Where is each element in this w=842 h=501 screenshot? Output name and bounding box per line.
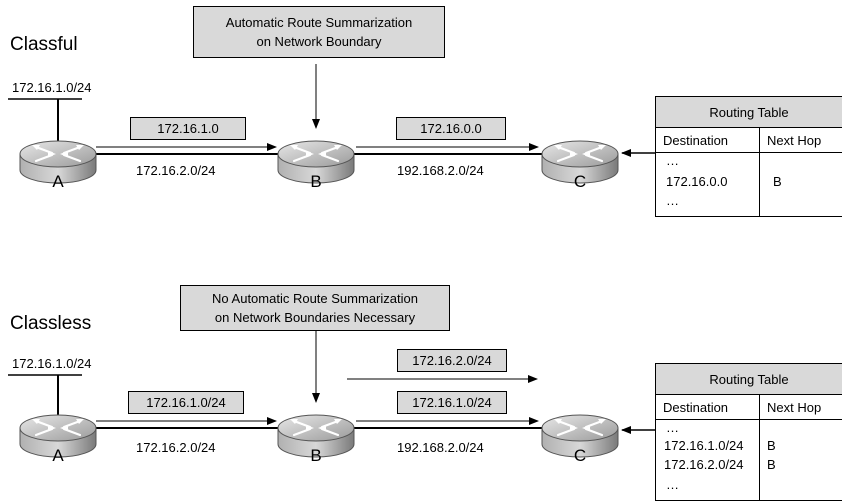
routing-table-title: Routing Table <box>656 364 842 395</box>
header-next-hop: Next Hop <box>767 133 822 148</box>
callout-box-classful: Automatic Route Summarization on Network… <box>193 6 445 58</box>
callout-line-2: on Network Boundaries Necessary <box>214 310 416 325</box>
router-b-label: B <box>310 172 322 191</box>
classful-diagram <box>8 64 655 185</box>
lan-label-a: 172.16.1.0/24 <box>12 80 92 95</box>
router-a-label: A <box>52 446 64 465</box>
callout-line-1: No Automatic Route Summarization <box>212 291 418 306</box>
table-row-hop: B <box>767 457 776 472</box>
table-row-dest: … <box>666 420 679 435</box>
classless-diagram <box>8 330 655 459</box>
update-label-extra: 172.16.2.0/24 <box>397 349 507 372</box>
routing-table-classless: Routing Table Destination Next Hop … 172… <box>655 363 842 501</box>
table-row-dest: 172.16.0.0 <box>666 174 728 189</box>
table-row-dest: … <box>666 477 679 492</box>
link-label-a-b: 172.16.2.0/24 <box>136 440 216 455</box>
callout-line-2: on Network Boundary <box>256 34 382 49</box>
table-row-dest: … <box>666 193 679 208</box>
table-row-dest: … <box>666 153 679 168</box>
link-label-a-b: 172.16.2.0/24 <box>136 163 216 178</box>
update-label-b-c: 172.16.0.0 <box>396 117 506 140</box>
router-c-label: C <box>573 172 587 191</box>
header-destination: Destination <box>663 400 729 415</box>
router-c-label: C <box>573 446 587 465</box>
header-destination: Destination <box>663 133 729 148</box>
table-row-dest: 172.16.1.0/24 <box>664 438 744 453</box>
link-label-b-c: 192.168.2.0/24 <box>397 440 484 455</box>
update-label-a-b: 172.16.1.0/24 <box>128 391 244 414</box>
router-a-label: A <box>52 172 64 191</box>
table-row-hop: B <box>773 174 782 189</box>
routing-table-title: Routing Table <box>656 97 842 128</box>
table-row-hop: B <box>767 438 776 453</box>
section-title-classless: Classless <box>10 313 92 334</box>
lan-label-a: 172.16.1.0/24 <box>12 356 92 371</box>
table-row-dest: 172.16.2.0/24 <box>664 457 744 472</box>
update-label-a-b: 172.16.1.0 <box>130 117 246 140</box>
header-next-hop: Next Hop <box>767 400 822 415</box>
update-label-b-c: 172.16.1.0/24 <box>397 391 507 414</box>
callout-line-1: Automatic Route Summarization <box>225 15 413 30</box>
section-title-classful: Classful <box>10 34 78 55</box>
link-label-b-c: 192.168.2.0/24 <box>397 163 484 178</box>
callout-box-classless: No Automatic Route Summarization on Netw… <box>180 285 450 331</box>
router-b-label: B <box>310 446 322 465</box>
routing-table-classful: Routing Table Destination Next Hop … 172… <box>655 96 842 217</box>
